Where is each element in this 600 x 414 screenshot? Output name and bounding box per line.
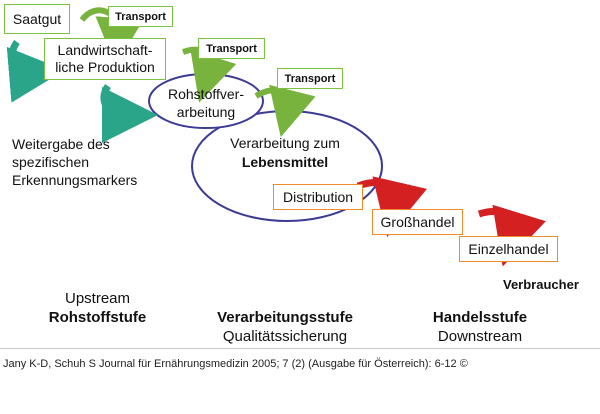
red-arrow-2 bbox=[477, 204, 546, 267]
teal-arrow-1 bbox=[6, 39, 65, 103]
stage-handel-line2: Downstream bbox=[437, 328, 523, 345]
transport-label-3: Transport bbox=[277, 68, 343, 89]
red-arrow-1 bbox=[356, 176, 427, 238]
transport-arrow-1 bbox=[79, 7, 144, 66]
transport-arrow-3 bbox=[254, 84, 316, 138]
source-caption: Jany K-D, Schuh S Journal für Ernährungs… bbox=[3, 358, 468, 370]
verbraucher-label: Verbraucher bbox=[503, 277, 579, 292]
landwirtschaft-box: Landwirtschaft- liche Produktion bbox=[44, 38, 166, 80]
weitergabe-text: Weitergabe des spezifischen Erkennungsma… bbox=[12, 136, 138, 188]
saatgut-box: Saatgut bbox=[4, 4, 70, 34]
grosshandel-box: Großhandel bbox=[372, 209, 463, 235]
lebensmittel-label-line1: Verarbeitung zum bbox=[230, 135, 340, 151]
stage-upstream-line2: Rohstoffstufe bbox=[48, 309, 147, 326]
lebensmittel-label-line2: Lebensmittel bbox=[241, 154, 329, 170]
caption-divider bbox=[0, 348, 600, 349]
rohstoff-label: Rohstoffver- arbeitung bbox=[168, 86, 244, 120]
transport-label-1: Transport bbox=[108, 6, 173, 27]
stage-handel-line1: Handelsstufe bbox=[432, 309, 528, 326]
stage-upstream-line1: Upstream bbox=[64, 290, 131, 307]
teal-arrow-2 bbox=[100, 84, 158, 143]
transport-label-2: Transport bbox=[198, 38, 265, 59]
einzelhandel-box: Einzelhandel bbox=[459, 236, 558, 262]
distribution-box: Distribution bbox=[273, 184, 363, 210]
stage-verarbeitung-line2: Qualitätssicherung bbox=[222, 328, 348, 345]
stage-verarbeitung-line1: Verarbeitungsstufe bbox=[217, 309, 353, 326]
